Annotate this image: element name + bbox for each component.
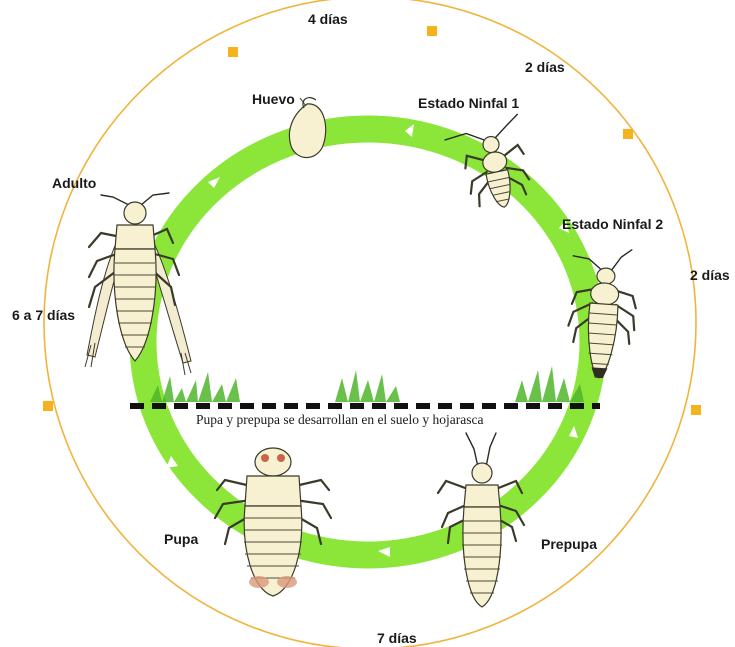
label-adulto: Adulto <box>52 175 96 191</box>
duration-7-dias: 7 días <box>377 630 417 646</box>
grass <box>150 366 584 402</box>
grass-tuft <box>335 370 400 402</box>
duration-6-a-7-dias: 6 a 7 días <box>12 307 75 323</box>
label-prepupa: Prepupa <box>541 536 597 552</box>
duration-2-dias-a: 2 días <box>525 59 565 75</box>
duration-2-dias-b: 2 días <box>690 267 730 283</box>
label-estado-ninfal-2: Estado Ninfal 2 <box>562 216 663 232</box>
egg-illustration <box>289 98 325 158</box>
grass-tuft <box>515 366 584 402</box>
label-pupa: Pupa <box>164 531 198 547</box>
label-huevo: Huevo <box>252 91 295 107</box>
marker <box>427 26 437 36</box>
marker <box>43 401 53 411</box>
marker <box>623 129 633 139</box>
marker <box>228 47 238 57</box>
label-estado-ninfal-1: Estado Ninfal 1 <box>418 95 519 111</box>
grass-tuft <box>150 372 240 402</box>
duration-4-dias: 4 días <box>308 11 348 27</box>
marker <box>691 405 701 415</box>
ground-note: Pupa y prepupa se desarrollan en el suel… <box>196 412 484 427</box>
